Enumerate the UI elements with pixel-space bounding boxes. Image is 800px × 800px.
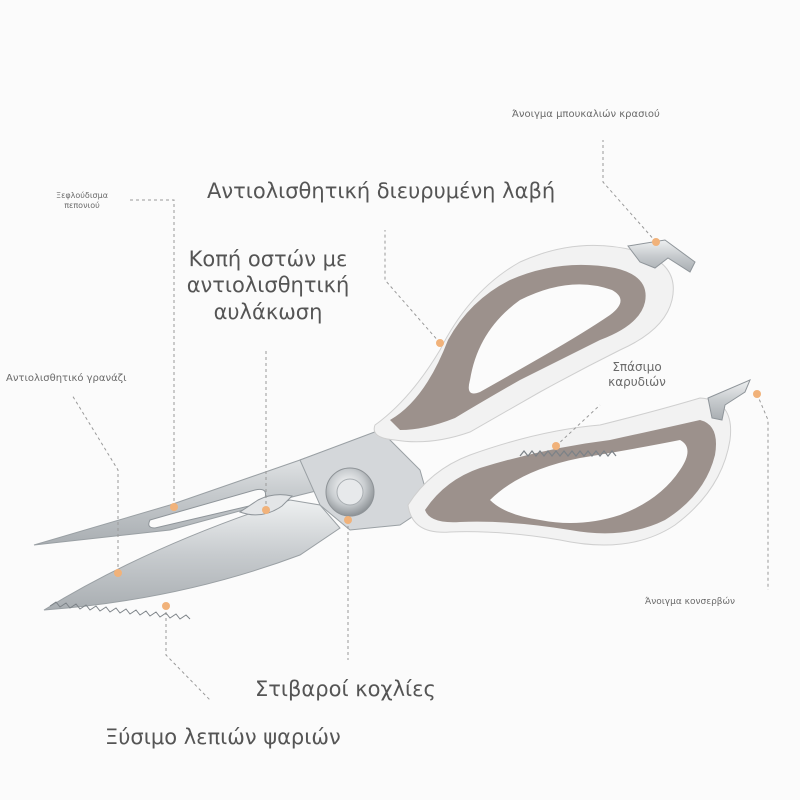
leader-fish bbox=[165, 606, 211, 701]
label-walnut-cracker: Σπάσιμο καρυδιών bbox=[608, 360, 666, 389]
bottle-opener-hook bbox=[627, 239, 696, 273]
leader-gear bbox=[71, 394, 119, 573]
leader-handle bbox=[384, 230, 441, 344]
can-opener-hook bbox=[707, 379, 751, 421]
dot-can bbox=[753, 390, 761, 398]
pivot-screw-cap bbox=[336, 478, 364, 506]
walnut-cracker-teeth bbox=[519, 450, 617, 457]
label-anti-slip-gear: Αντιολισθητικό γρανάζι bbox=[6, 373, 127, 384]
label-wine-opener: Άνοιγμα μπουκαλιών κρασιού bbox=[512, 109, 660, 120]
dot-handle bbox=[436, 339, 444, 347]
leader-walnut bbox=[555, 404, 601, 447]
leader-melon bbox=[130, 199, 175, 507]
fish-scaler-serration bbox=[49, 601, 191, 620]
dot-screw bbox=[344, 516, 352, 524]
leader-can bbox=[756, 393, 769, 590]
bone-cut-notch bbox=[238, 494, 293, 516]
dot-bone bbox=[262, 506, 270, 514]
label-handle: Αντιολισθητική διευρυμένη λαβή bbox=[207, 179, 556, 203]
marker-dots bbox=[114, 238, 761, 610]
dot-wine bbox=[652, 238, 660, 246]
label-bone-cut: Κοπή οστών με αντιολισθητική αυλάκωση bbox=[186, 247, 350, 324]
leader-lines bbox=[71, 140, 769, 701]
leader-wine bbox=[602, 140, 657, 243]
label-can-opener: Άνοιγμα κονσερβών bbox=[645, 597, 736, 607]
label-melon-peeler: Ξεφλούδισμα πεπονιού bbox=[56, 191, 108, 210]
dot-gear bbox=[114, 569, 122, 577]
lower-handle-hole bbox=[490, 440, 688, 524]
upper-handle-hole bbox=[468, 284, 621, 394]
lower-blade bbox=[43, 499, 341, 611]
label-screws: Στιβαροί κοχλίες bbox=[255, 677, 436, 701]
label-fish-scaler: Ξύσιμο λεπιών ψαριών bbox=[105, 725, 341, 749]
dot-fish bbox=[162, 602, 170, 610]
dot-walnut bbox=[552, 442, 560, 450]
dot-melon bbox=[170, 503, 178, 511]
